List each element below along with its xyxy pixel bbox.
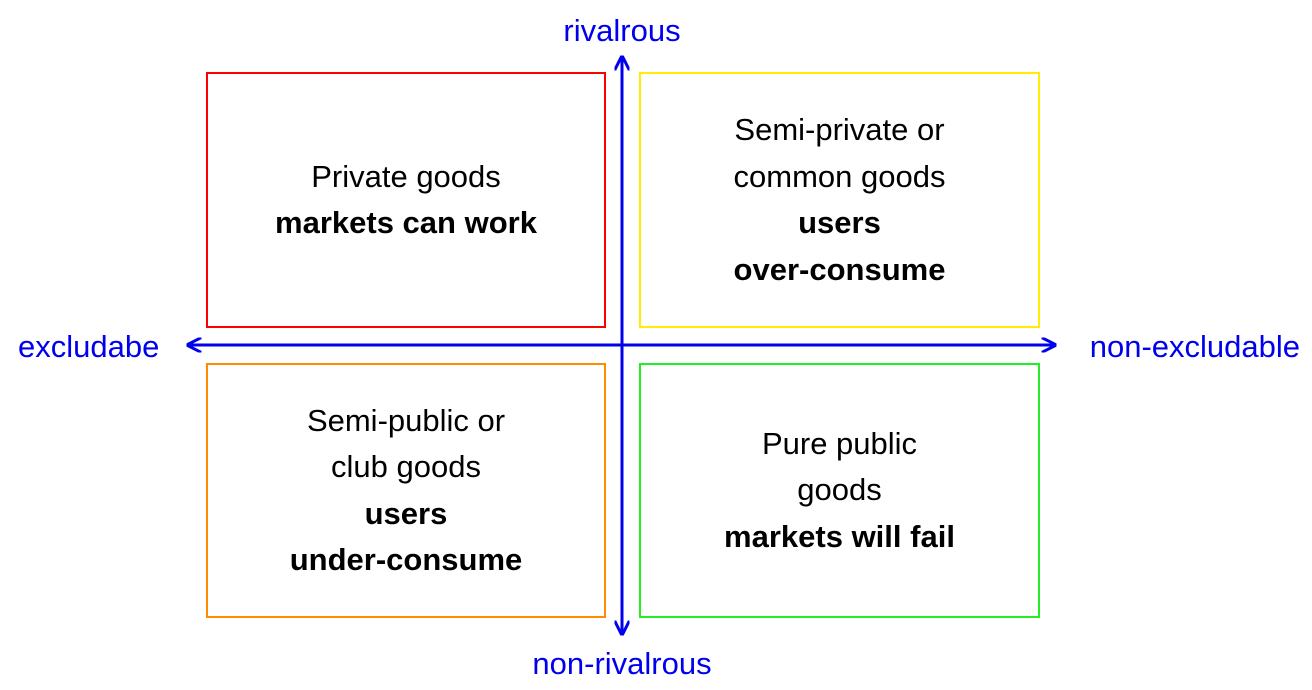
quadrant-bold-text: users [364,495,448,531]
quadrant-bold-text: under-consume [289,542,523,577]
quadrant-bold-text: markets can work [275,205,537,240]
quadrant-text: club goods [331,449,481,484]
quadrant-common-goods: Semi-private or common goods users over-… [639,72,1040,328]
axis-label-rivalrous: rivalrous [563,13,681,48]
quadrant-text: Pure public [761,425,918,461]
axis-label-non-excludable: non-excludable [1089,329,1300,364]
quadrant-text: common goods [733,158,946,194]
quadrant-bold-text: over-consume [733,251,946,287]
quadrant-text: Semi-public or [306,402,506,438]
quadrant-text: Semi-private or [734,112,945,147]
quadrant-bold-text: users [798,205,881,240]
axis-label-excludable: excludabe [18,329,160,364]
quadrant-text: Private goods [311,158,501,194]
quadrant-club-goods: Semi-public or club goods users under-co… [206,363,606,618]
quadrant-public-goods: Pure public goods markets will fail [639,363,1040,618]
quadrant-bold-text: markets will fail [724,518,955,554]
quadrant-text: goods [797,472,882,508]
quadrant-private-goods: Private goods markets can work [206,72,606,328]
axis-label-non-rivalrous: non-rivalrous [532,646,712,681]
